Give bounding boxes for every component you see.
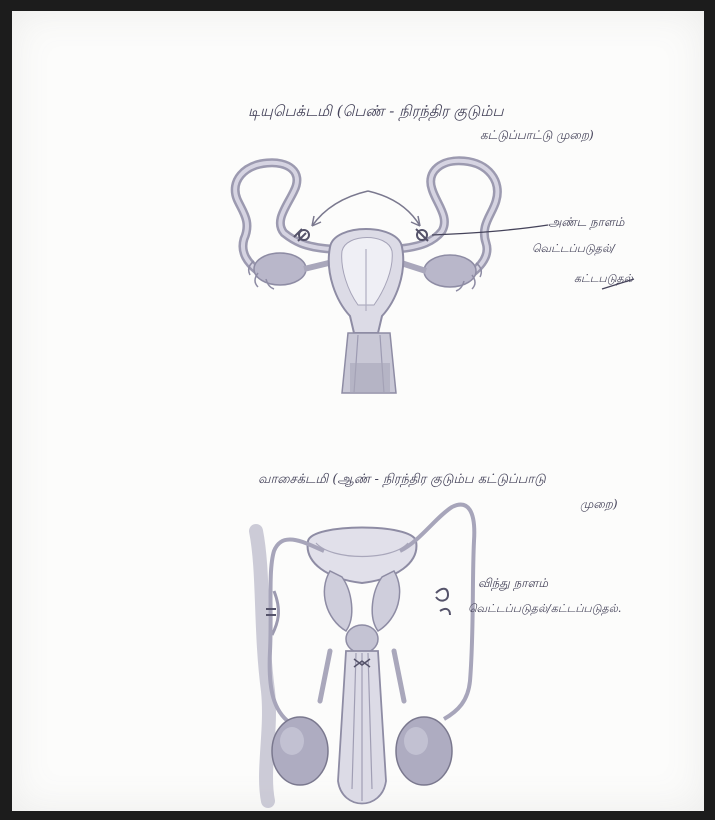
female-title-line2: கட்டுப்பாட்டு முறை) — [480, 129, 594, 143]
prostate — [346, 625, 378, 653]
female-label-line3: கட்டபடுதல் — [574, 273, 633, 286]
female-label-line2: வெட்டப்படுதல்/ — [532, 243, 615, 256]
paper-sheet: டியுபெக்டமி (பெண் - நிரந்திர குடும்ப கட்… — [12, 11, 704, 811]
male-title-line1: வாசைக்டமி (ஆண் - நிரந்திர குடும்ப கட்டுப… — [258, 473, 546, 488]
female-title-line1: டியுபெக்டமி (பெண் - நிரந்திர குடும்ப — [248, 103, 504, 120]
right-ovary — [424, 255, 476, 287]
male-reproductive-diagram — [256, 505, 474, 804]
male-label-line2: வெட்டப்படுதல்/கட்டப்படுதல். — [468, 603, 621, 616]
left-thigh-outline — [256, 531, 269, 801]
right-tube-ligation-tie — [416, 229, 428, 241]
male-title-line2: முறை) — [580, 498, 618, 512]
left-vas-deferens — [270, 539, 324, 723]
right-vas-ligation-tie — [436, 589, 450, 615]
right-pointer-arrow — [368, 191, 420, 226]
female-label-leader-line — [432, 225, 548, 235]
male-label-line1: விந்து நாளம் — [478, 577, 548, 591]
female-label-line1: அண்ட நாளம் — [548, 216, 624, 230]
bladder — [308, 528, 417, 584]
anatomy-drawing — [12, 11, 704, 811]
left-ovary — [254, 253, 306, 285]
left-pointer-arrow — [312, 191, 368, 226]
